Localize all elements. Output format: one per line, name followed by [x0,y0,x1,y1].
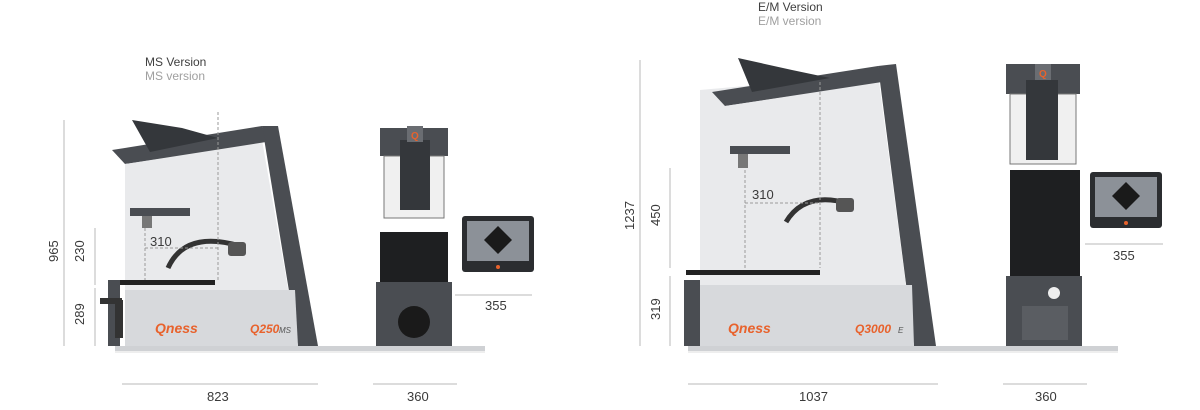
ms-base-plate [115,346,485,351]
em-upper-height-value: 450 [648,204,663,226]
em-throat-depth-value: 310 [752,187,774,202]
em-hardness-tester: Qness Q3000 E [684,58,936,346]
ms-cabinet-logo-icon: Q [411,131,419,142]
em-width-value: 1037 [799,389,828,404]
ms-version-title: MS Version [145,55,206,69]
ms-cabinet-width-value: 360 [407,389,429,404]
ms-handwheel [100,298,122,304]
em-brand-logo: Qness [728,320,771,336]
ms-cabinet-port [398,306,430,338]
ms-model-suffix: MS [279,326,292,335]
ms-panel-indent-icon [484,226,512,254]
ms-panel-depth-value: 355 [485,298,507,313]
ms-hardness-tester: Qness Q250 MS [100,120,318,346]
ms-lower-height-value: 289 [72,303,87,325]
ms-brand-logo: Qness [155,320,198,336]
em-version-subtitle: E/M version [758,14,821,28]
em-cabinet: Q [1006,64,1082,346]
ms-cabinet: Q [376,126,452,346]
em-total-height-value: 1237 [622,201,637,230]
em-cabinet-width-value: 360 [1035,389,1057,404]
em-anvil-table [686,270,820,275]
em-model-suffix: E [898,326,904,335]
em-cabinet-logo-icon: Q [1039,69,1047,80]
ms-total-height-value: 965 [46,240,61,262]
ms-upper-height-value: 230 [72,240,87,262]
em-cabinet-button [1048,287,1060,299]
ms-model-label: Q250 [250,322,280,336]
em-cabinet-vent [1022,306,1068,340]
em-indenter [738,154,748,168]
ms-version-subtitle: MS version [145,69,205,83]
ms-width-value: 823 [207,389,229,404]
ms-anvil-table [120,280,215,285]
em-panel-depth-value: 355 [1113,248,1135,263]
ms-touch-panel [462,216,534,272]
em-touch-panel [1090,172,1162,228]
em-model-label: Q3000 [855,322,891,336]
ms-indenter [142,216,152,228]
ms-throat-depth-value: 310 [150,234,172,249]
em-version-title: E/M Version [758,0,823,14]
em-panel-indent-icon [1112,182,1140,210]
em-base-plate [688,346,1118,351]
em-lower-height-value: 319 [648,298,663,320]
